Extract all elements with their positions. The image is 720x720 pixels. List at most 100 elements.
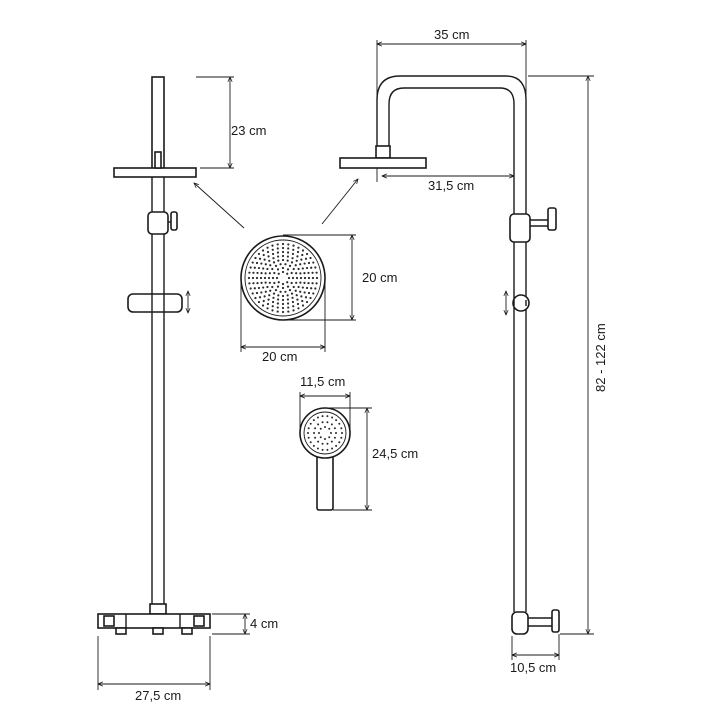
nozzle-dot [263, 295, 266, 298]
side-view [339, 40, 594, 660]
nozzle-dot [276, 285, 280, 288]
nozzle-dot [271, 300, 275, 304]
nozzle-dot [271, 252, 275, 256]
nozzle-dot [301, 286, 304, 289]
nozzle-dot [311, 271, 314, 274]
nozzle-dot [324, 426, 326, 428]
nozzle-dot [307, 261, 311, 265]
nozzle-dot [286, 285, 290, 288]
nozzle-dot [310, 287, 313, 290]
nozzle-dot [292, 248, 295, 251]
nozzle-dot [277, 298, 280, 301]
nozzle-dot [268, 272, 271, 275]
nozzle-dot [301, 249, 305, 252]
hand-shower-handle [316, 451, 334, 511]
nozzle-dot [290, 292, 294, 295]
nozzle-dot [287, 243, 290, 246]
nozzle-dot [321, 421, 324, 424]
label-hand-width: 11,5 cm [300, 374, 346, 389]
nozzle-dot [256, 271, 259, 275]
nozzle-dot [287, 310, 290, 313]
nozzle-dot [310, 266, 313, 269]
front-lower-nut [149, 603, 167, 615]
nozzle-dot [307, 291, 311, 295]
nozzle-dot [316, 447, 319, 450]
nozzle-dot [304, 257, 308, 260]
nozzle-dot [284, 290, 287, 293]
nozzle-dot [292, 285, 295, 289]
nozzle-dot [309, 256, 312, 260]
front-view [97, 76, 250, 690]
nozzle-dot [311, 282, 314, 285]
nozzle-dot [281, 306, 285, 310]
nozzle-dot [254, 296, 257, 300]
nozzle-dot [297, 285, 300, 289]
nozzle-dot [281, 258, 285, 262]
nozzle-dot [312, 292, 315, 295]
shower-head-nozzles [247, 242, 319, 314]
nozzle-dot [274, 264, 278, 267]
nozzle-dot [260, 281, 263, 284]
nozzle-dot [316, 416, 319, 419]
nozzle-dot [296, 298, 299, 301]
nozzle-dot [263, 258, 266, 261]
nozzle-dot [300, 258, 303, 261]
nozzle-dot [262, 286, 265, 289]
nozzle-dot [326, 442, 329, 445]
nozzle-dot [253, 266, 256, 269]
side-head-plate [339, 157, 427, 169]
nozzle-dot [299, 272, 302, 275]
nozzle-dot [256, 281, 259, 285]
nozzle-dot [321, 415, 324, 418]
nozzle-dot [324, 438, 326, 440]
nozzle-dot [284, 263, 287, 266]
nozzle-dot [303, 276, 307, 280]
nozzle-dot [330, 440, 333, 443]
nozzle-dot [295, 281, 298, 284]
nozzle-dot [277, 281, 280, 284]
nozzle-dot [297, 307, 300, 310]
nozzle-dot [341, 432, 343, 434]
front-head-plate [113, 167, 197, 178]
nozzle-dot [258, 257, 262, 260]
nozzle-dot [272, 261, 276, 264]
nozzle-dot [271, 248, 274, 251]
nozzle-dot [287, 247, 290, 250]
nozzle-dot [266, 250, 270, 254]
nozzle-dot [262, 299, 265, 303]
nozzle-dot [271, 244, 274, 247]
label-total-height: 82 - 122 cm [593, 323, 608, 392]
nozzle-dot [255, 291, 259, 295]
nozzle-dot [305, 300, 309, 304]
pointer-arrow-front [194, 183, 245, 229]
nozzle-dot [295, 294, 298, 297]
nozzle-dot [272, 296, 275, 299]
nozzle-dot [301, 253, 304, 257]
nozzle-dot [304, 296, 308, 299]
nozzle-dot [312, 444, 315, 447]
nozzle-dot [266, 307, 269, 310]
nozzle-dot [299, 263, 302, 266]
nozzle-dot [268, 259, 271, 262]
nozzle-dot [272, 257, 275, 260]
front-head-nut [154, 151, 162, 169]
nozzle-dot [261, 249, 265, 252]
nozzle-dot [326, 421, 329, 424]
nozzle-dot [330, 432, 332, 434]
nozzle-dot [315, 282, 318, 285]
nozzle-dot [279, 290, 282, 293]
nozzle-dot [269, 264, 272, 267]
nozzle-dot [266, 285, 269, 289]
nozzle-dot [276, 251, 280, 254]
label-thermostat-height: 4 cm [250, 616, 279, 631]
nozzle-dot [331, 416, 334, 419]
side-head-connector [375, 145, 391, 159]
nozzle-dot [279, 263, 282, 266]
nozzle-dot [326, 415, 329, 418]
nozzle-dot [248, 282, 251, 285]
nozzle-dot [292, 309, 295, 312]
nozzle-dot [276, 268, 280, 271]
nozzle-dot [291, 252, 295, 256]
nozzle-dot [314, 427, 317, 430]
nozzle-dot [297, 246, 300, 249]
